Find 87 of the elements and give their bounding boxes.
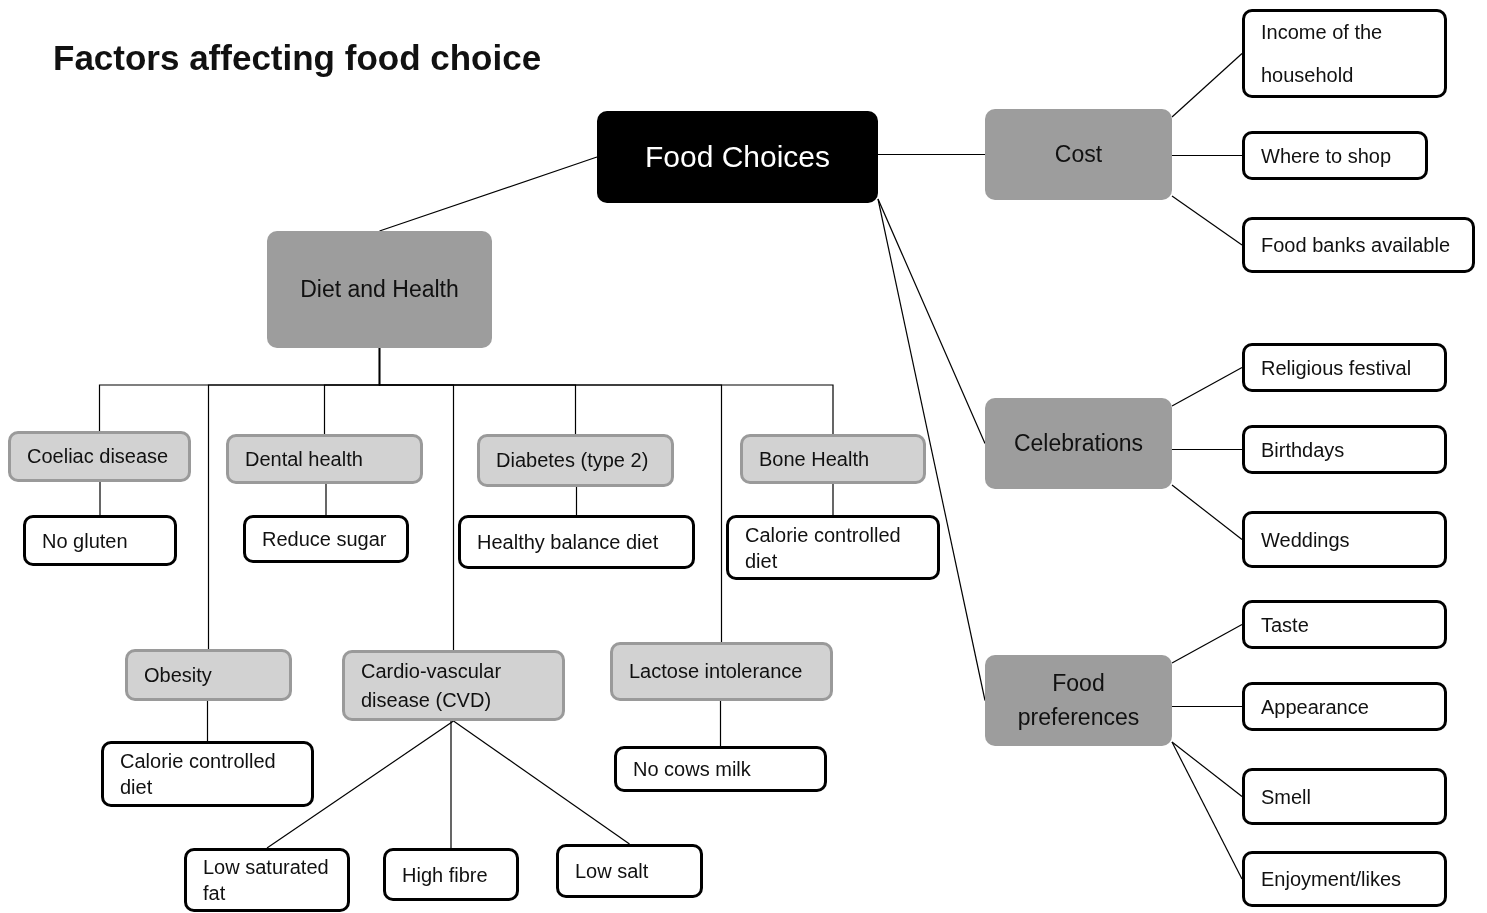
category-box xyxy=(267,231,492,348)
connector-line xyxy=(378,156,598,232)
node-label: Appearance xyxy=(1261,694,1369,720)
node-label: Calorie controlled diet xyxy=(745,522,902,574)
node-label: Where to shop xyxy=(1261,143,1392,169)
detail-box xyxy=(1242,131,1428,180)
subtopic-box xyxy=(610,642,833,701)
node-label: Food preferences xyxy=(1016,669,1141,732)
detail-box xyxy=(458,515,695,569)
node-label: Healthy balance diet xyxy=(477,530,659,555)
node-label: Smell xyxy=(1261,784,1311,810)
detail-box xyxy=(614,746,827,792)
connector-line xyxy=(575,486,578,516)
detail-box xyxy=(1242,682,1447,731)
detail-box xyxy=(101,741,314,807)
detail-box xyxy=(184,848,350,912)
detail-box xyxy=(1242,217,1475,273)
connector-line xyxy=(266,720,455,849)
detail-box xyxy=(1242,768,1447,825)
detail-box xyxy=(1242,600,1447,649)
connector-line xyxy=(1171,366,1243,407)
detail-box xyxy=(23,515,177,566)
detail-box xyxy=(556,844,703,898)
node-label: High fibre xyxy=(402,862,488,888)
connector-line xyxy=(1171,484,1243,541)
connector-line xyxy=(99,481,101,516)
subtopic-box xyxy=(477,434,674,487)
node-label: Weddings xyxy=(1261,527,1350,553)
node-label: Celebrations xyxy=(1013,429,1144,459)
node-label: Lactose intolerance xyxy=(629,659,803,684)
connector-line xyxy=(378,347,834,435)
connector-line xyxy=(877,198,986,445)
connector-line xyxy=(452,720,631,845)
detail-box xyxy=(383,848,519,901)
diagram-title: Factors affecting food choice xyxy=(53,38,542,78)
root-topic-box xyxy=(597,111,878,203)
connector-line xyxy=(450,720,452,849)
node-label: Dental health xyxy=(245,446,363,472)
subtopic-box xyxy=(8,431,191,482)
node-label: Food banks available xyxy=(1261,233,1450,258)
connector-line xyxy=(1171,705,1243,708)
node-label: Cardio-vascular disease (CVD) xyxy=(361,658,503,713)
connector-line xyxy=(325,483,327,516)
node-label: Birthdays xyxy=(1261,437,1345,463)
node-label: Cost xyxy=(1054,140,1103,170)
node-label: Bone Health xyxy=(759,446,870,472)
detail-box xyxy=(1242,511,1447,568)
detail-box xyxy=(1242,343,1447,392)
node-label: Coeliac disease xyxy=(27,444,169,469)
category-box xyxy=(985,109,1172,200)
node-label: Food Choices xyxy=(644,140,831,174)
category-box xyxy=(985,655,1172,746)
connector-line xyxy=(832,483,834,516)
node-label: No cows milk xyxy=(633,757,751,782)
node-label: Enjoyment/likes xyxy=(1261,867,1402,892)
detail-box xyxy=(243,515,409,563)
connector-line xyxy=(1171,154,1243,157)
node-label: Low saturated fat xyxy=(203,855,330,906)
connector-line xyxy=(1171,195,1243,246)
category-box xyxy=(985,398,1172,489)
node-label: Taste xyxy=(1261,612,1309,638)
node-label: Religious festival xyxy=(1261,355,1412,381)
subtopic-box xyxy=(125,649,292,701)
connector-line xyxy=(1171,52,1243,118)
subtopic-box xyxy=(226,434,423,484)
connector-line xyxy=(1171,741,1243,798)
detail-box xyxy=(1242,9,1447,98)
connector-line xyxy=(877,198,986,702)
detail-box xyxy=(1242,851,1447,907)
node-label: Diabetes (type 2) xyxy=(496,448,649,473)
node-label: Obesity xyxy=(144,662,212,688)
node-label: No gluten xyxy=(42,528,128,554)
node-label: Reduce sugar xyxy=(262,527,387,552)
node-label: Low salt xyxy=(575,859,649,884)
subtopic-box xyxy=(740,434,926,484)
connector-line xyxy=(877,153,986,156)
connector-line xyxy=(1171,448,1243,451)
connector-line xyxy=(719,700,722,747)
node-label: Income of the household xyxy=(1261,19,1384,88)
detail-box xyxy=(726,515,940,580)
connector-line xyxy=(1171,741,1243,880)
node-label: Diet and Health xyxy=(300,275,459,305)
subtopic-box xyxy=(342,650,565,721)
connector-line xyxy=(1171,623,1243,664)
connector-line xyxy=(206,700,209,742)
detail-box xyxy=(1242,425,1447,474)
node-label: Calorie controlled diet xyxy=(120,749,277,800)
